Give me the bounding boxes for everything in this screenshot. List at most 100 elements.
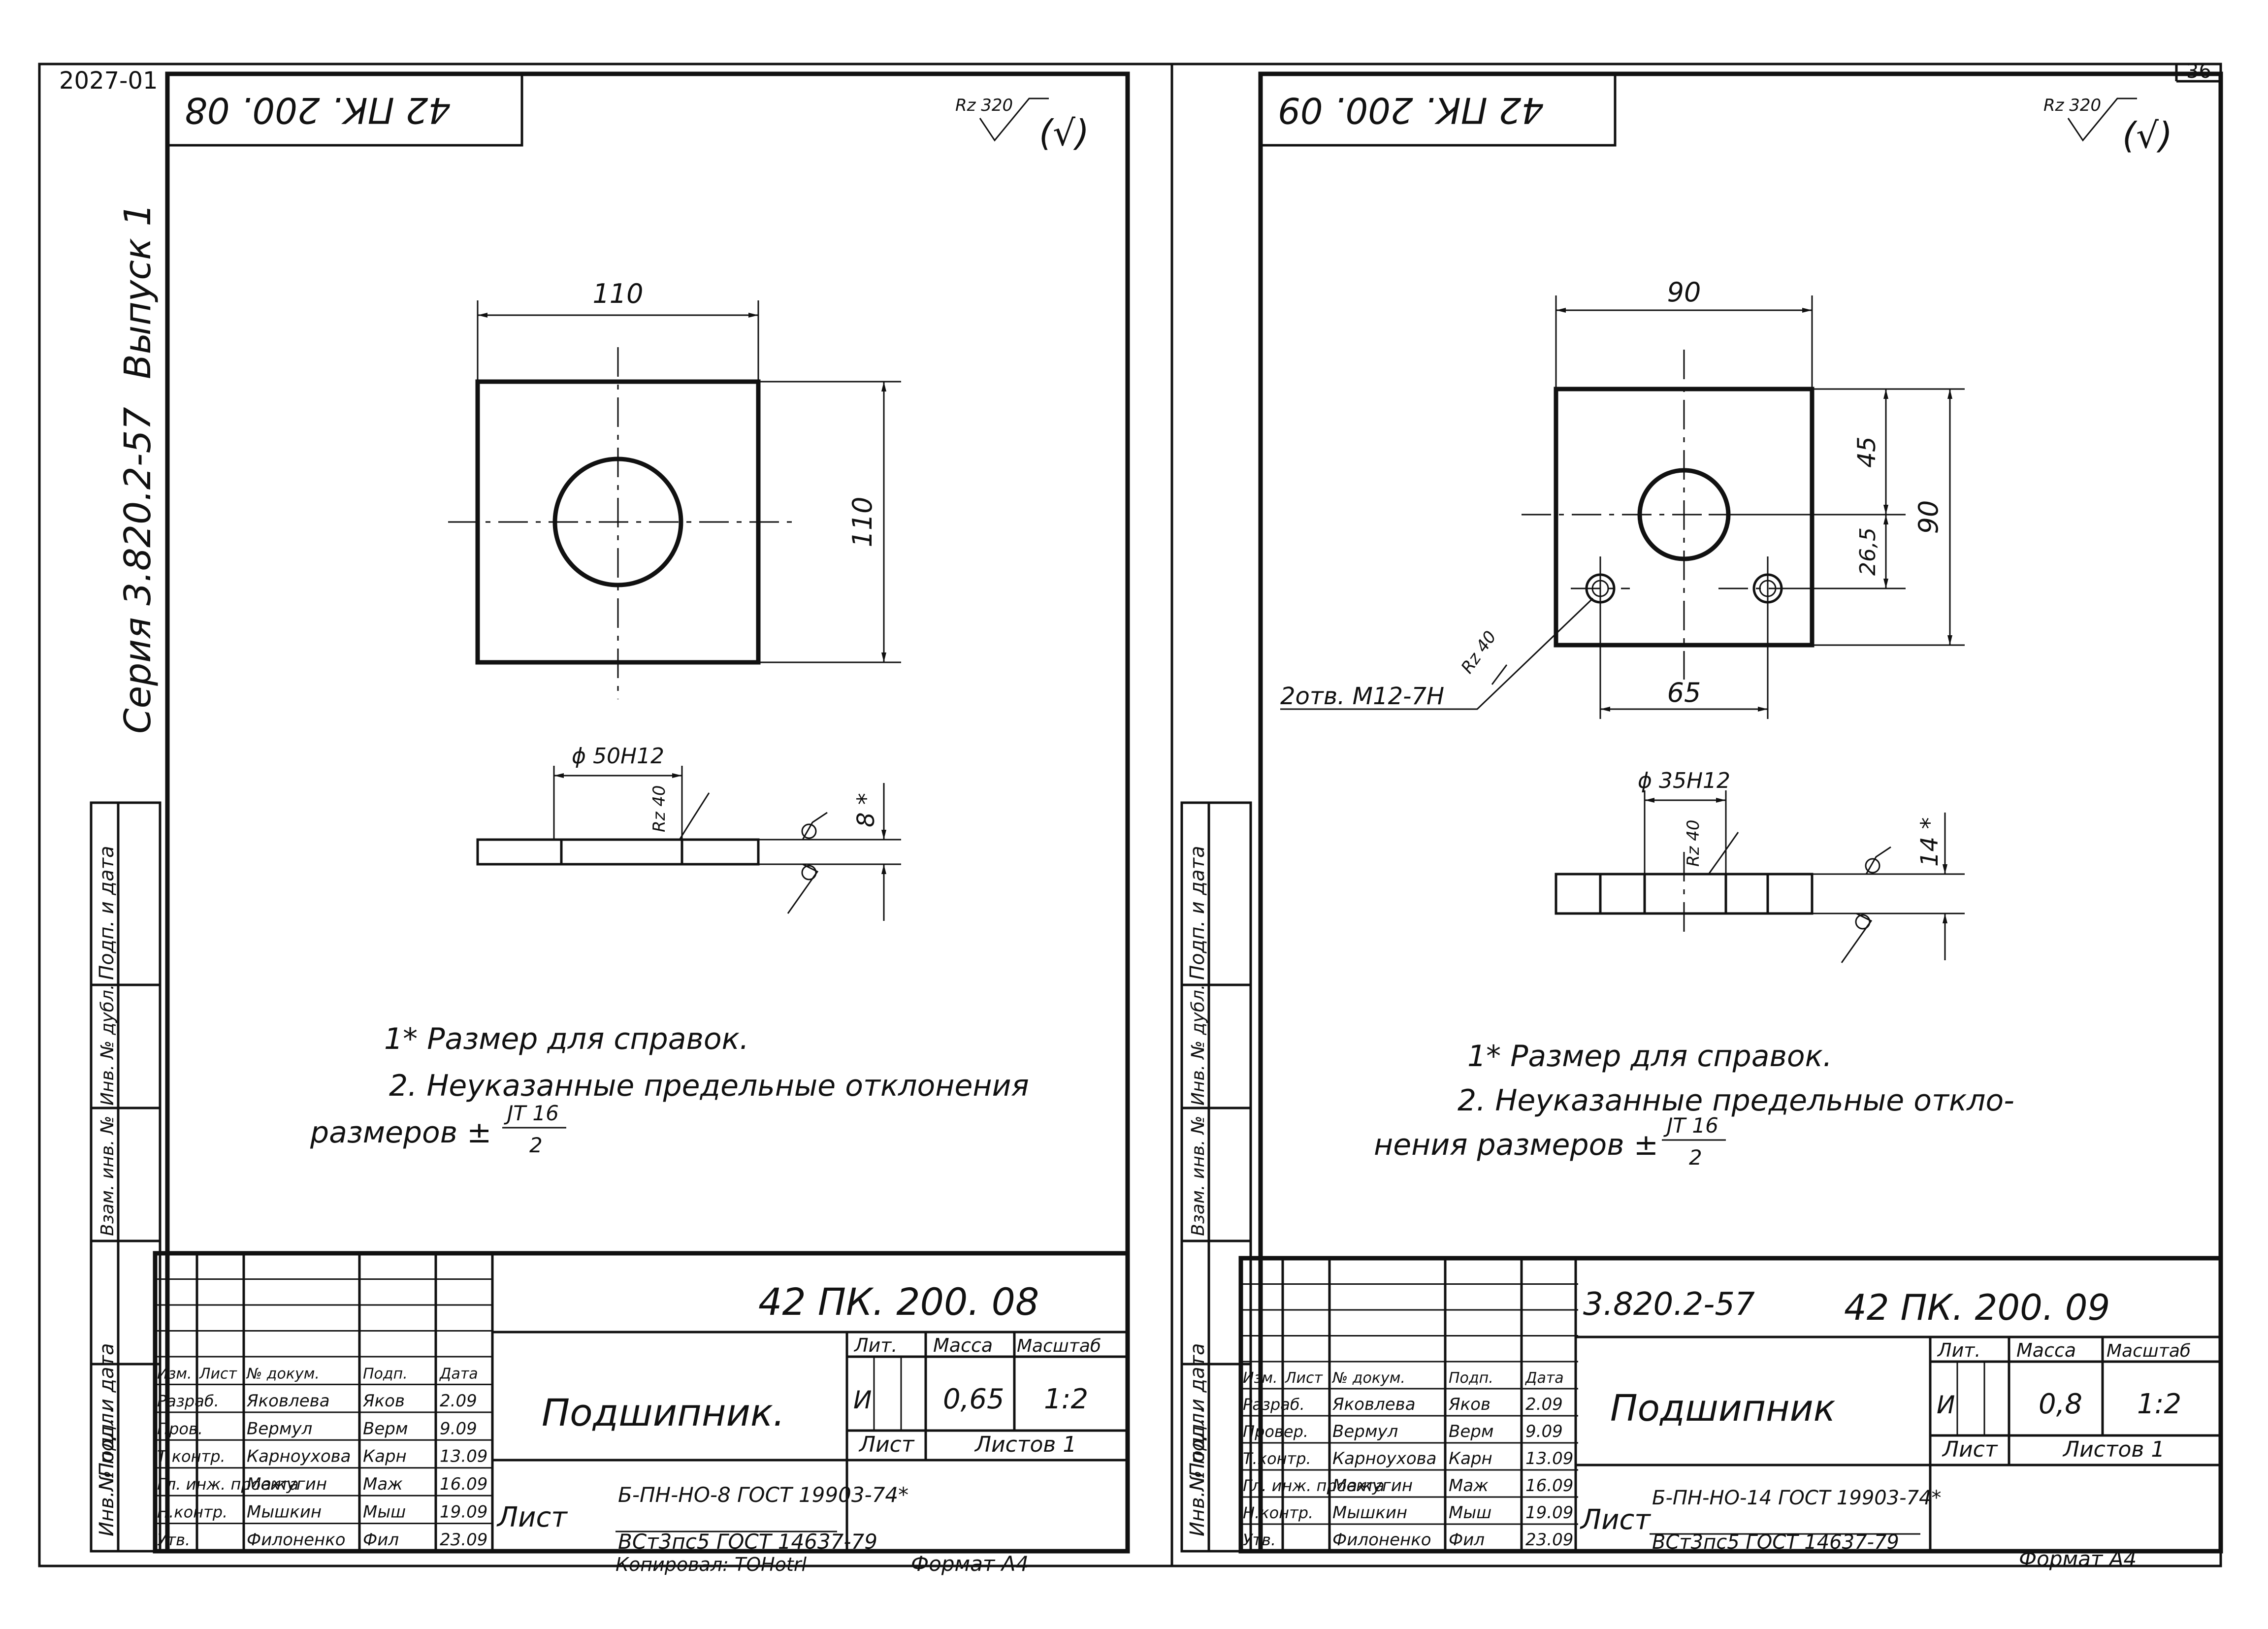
sheet2-tb-lit-value: И (1937, 1391, 1955, 1419)
sheet1-dim-thickness: 8 * (852, 793, 880, 827)
tb-signature-2: Карн (1449, 1449, 1492, 1468)
sheet2-frame (1258, 71, 2223, 1554)
tb-header-3: Подп. (363, 1365, 408, 1382)
sheet2-title-block (1238, 1256, 2223, 1554)
sheet1-roughness-symbol: Rz 320 (√) (955, 96, 1089, 154)
sheet2-roughness-symbol: Rz 320 (√) (2043, 96, 2172, 156)
sheet2-stamp-label-4: Подп. и дата (1186, 846, 1209, 980)
sheet1-tb-scale-label: Масштаб (1017, 1336, 1101, 1356)
tb-signature-5: Фил (363, 1530, 399, 1550)
sheet1-roughness-text: Rz 320 (955, 96, 1013, 115)
sheet2-left-stamp (1180, 801, 1252, 1553)
sheet1-dim-height: 110 (847, 496, 878, 547)
tb-name-3: Мажугин (247, 1474, 327, 1494)
sheet1-frame (165, 71, 1130, 1554)
sheet2-dim-hole: ϕ 35Н12 (1638, 768, 1730, 793)
tb-role-1: Провер. (1243, 1422, 1308, 1441)
tb-signature-1: Верм (363, 1419, 408, 1438)
sheet2-dim-height: 90 (1913, 500, 1944, 534)
tb-name-0: Яковлева (246, 1391, 330, 1411)
sheet2-note-2b: нения размеров ± (1374, 1128, 1658, 1162)
sheet2-thread-note: 2отв. М12-7Н (1280, 683, 1444, 710)
tb-role-0: Разраб. (1243, 1395, 1305, 1414)
series-label: Серия 3.820.2-57 (117, 407, 159, 734)
tb-date-2: 13.09 (1525, 1449, 1573, 1468)
sheet1-roughness-hole: Rz 40 (649, 785, 669, 832)
tb-name-5: Филоненко (1332, 1530, 1431, 1550)
tb-name-4: Мышкин (247, 1502, 322, 1522)
sheet1-note-frac-num: JT 16 (504, 1101, 559, 1125)
tb-header-3: Подп. (1449, 1369, 1493, 1387)
tb-date-4: 19.09 (1525, 1503, 1573, 1523)
tb-role-5: Утв. (157, 1531, 190, 1549)
sheet1-stamp-label-1: Подп. и дата (96, 1343, 118, 1477)
sheet1-left-stamp (90, 801, 162, 1553)
sheet1-note-frac-den: 2 (529, 1133, 543, 1157)
tb-date-3: 16.09 (440, 1474, 487, 1494)
tb-name-2: Карноухова (1332, 1449, 1437, 1468)
sheet2-tb-material-label: Лист (1580, 1504, 1651, 1536)
sheet2-stamp-label-3: Инв. № дубл. (1188, 984, 1208, 1106)
sheet2-tb-series: 3.820.2-57 (1583, 1286, 1755, 1323)
tb-header-1: Лист (1285, 1369, 1324, 1387)
sheet2-format: Формат А4 (2019, 1547, 2137, 1571)
issue-label: Выпуск 1 (117, 203, 159, 379)
tb-role-3: Гл. инж. проекта (157, 1475, 299, 1494)
tb-date-1: 9.09 (440, 1419, 477, 1438)
sheet1-tb-scale-value: 1:2 (1044, 1383, 1088, 1415)
sheet2-dim-265: 26,5 (1855, 527, 1880, 576)
sheet1-tb-mass-value: 0,65 (943, 1383, 1004, 1415)
sheet2-tb-material-2: ВСт3пс5 ГОСТ 14637-79 (1652, 1531, 1899, 1554)
tb-name-1: Вермул (1332, 1422, 1398, 1441)
tb-role-2: Т.контр. (157, 1447, 226, 1466)
sheet1-tb-mass-label: Масса (933, 1335, 993, 1356)
tb-role-5: Утв. (1243, 1531, 1276, 1549)
sheet2-tb-designation: 42 ПК. 200. 09 (1844, 1287, 2110, 1328)
tb-signature-5: Фил (1449, 1530, 1485, 1550)
sheet2-stamp-label-1: Подп. и дата (1186, 1343, 1209, 1477)
sheet2-tb-sheet-label: Лист (1942, 1437, 1998, 1462)
tb-header-2: № докум. (246, 1365, 320, 1382)
sheet2-tb-lit-label: Лит. (1937, 1339, 1981, 1361)
sheet2-note-2a: 2. Неуказанные предельные откло- (1458, 1083, 2014, 1118)
sheet1-plate-plan (448, 300, 901, 699)
sheet2-tb-name: Подшипник (1610, 1387, 1836, 1430)
tb-role-2: Т.контр. (1243, 1449, 1311, 1468)
sheet1-tb-material-1: Б-ПН-НО-8 ГОСТ 19903-74* (618, 1483, 908, 1507)
tb-name-3: Мажугин (1332, 1476, 1413, 1496)
sheet1-note-2b: размеров ± (310, 1115, 491, 1150)
sheet1-top-code: 42 ПК. 200. 08 (185, 90, 451, 131)
sheet2-dim-thickness: 14 * (1916, 817, 1944, 867)
tb-date-3: 16.09 (1525, 1476, 1573, 1496)
tb-role-0: Разраб. (157, 1392, 219, 1410)
sheet1-title-block (153, 1251, 1130, 1554)
tb-role-3: Гл. инж. проекта (1243, 1476, 1385, 1495)
outer-frame (38, 63, 2222, 1567)
sheet2-roughness-text: Rz 320 (2043, 96, 2101, 115)
tb-name-2: Карноухова (247, 1447, 351, 1466)
tb-date-0: 2.09 (1525, 1395, 1563, 1414)
sheet1-roughness-paren: (√) (1039, 112, 1089, 154)
tb-signature-3: Маж (363, 1474, 403, 1494)
tb-signature-0: Яков (1448, 1395, 1490, 1414)
sheet2-roughness-thread: Rz 40 (1458, 627, 1501, 677)
tb-name-4: Мышкин (1332, 1503, 1407, 1523)
tb-signature-3: Маж (1449, 1476, 1489, 1496)
sheet2-plate-section (1555, 790, 1965, 963)
tb-date-0: 2.09 (440, 1391, 477, 1411)
tb-header-0: Изм. (157, 1365, 192, 1382)
sheet2-dim-width: 90 (1667, 277, 1701, 308)
sheet1-stamp-label-3: Инв. № дубл. (97, 984, 118, 1106)
tb-name-0: Яковлева (1332, 1395, 1416, 1414)
tb-signature-2: Карн (363, 1447, 407, 1466)
sheet2-tb-material-1: Б-ПН-НО-14 ГОСТ 19903-74* (1652, 1487, 1942, 1509)
tb-signature-4: Мыш (1449, 1503, 1491, 1523)
sheet1-stamp-label-0: Инв.№ подл. (96, 1407, 118, 1536)
copied-by: Копировал: ТОНоtrl (616, 1554, 807, 1575)
tb-signature-0: Яков (362, 1391, 405, 1411)
sheet2-note-frac-num: JT 16 (1663, 1113, 1718, 1138)
sheet2-dim-45: 45 (1852, 436, 1881, 468)
